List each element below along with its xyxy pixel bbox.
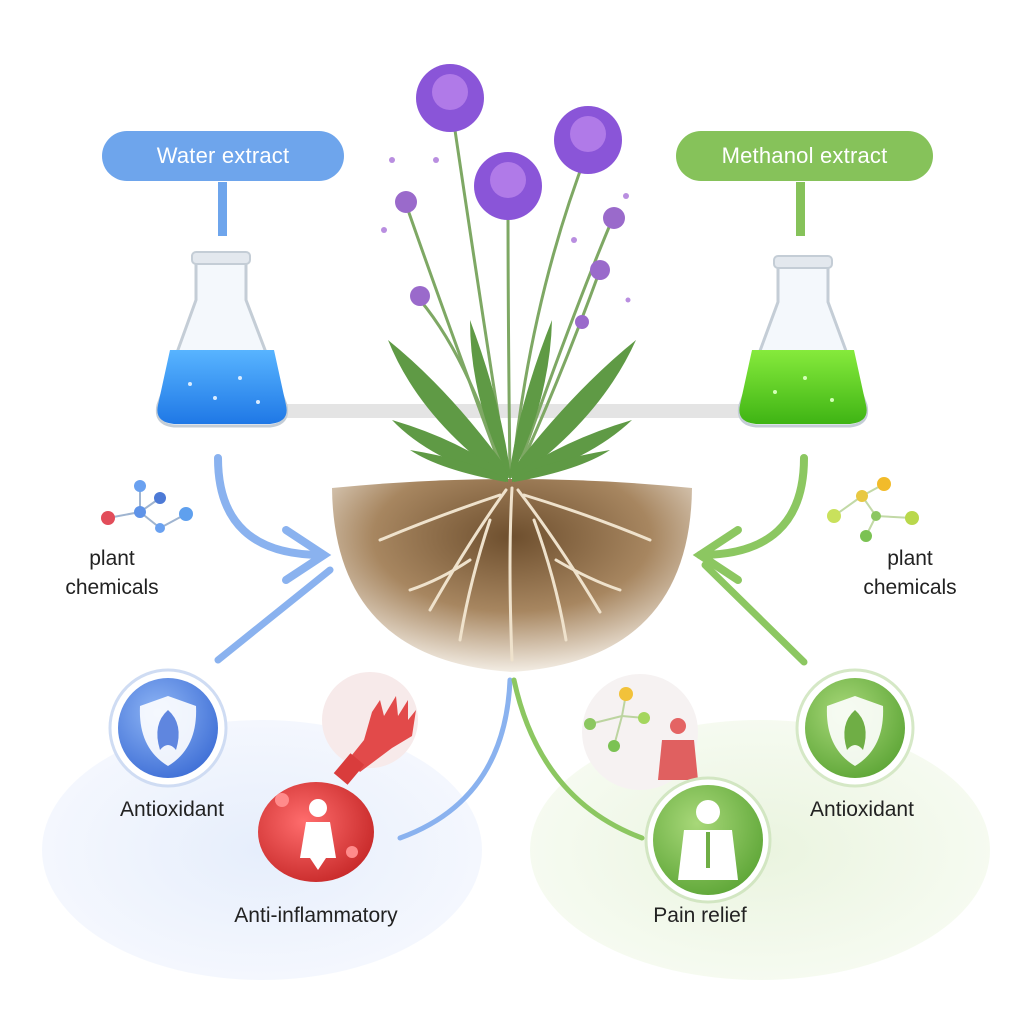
water-flask-icon (155, 251, 289, 428)
water-extract-label: Water extract (102, 131, 344, 181)
right-shield-leaf-icon (795, 668, 915, 788)
root-to-right-connector (511, 677, 645, 841)
plant-icon (381, 64, 636, 482)
methanol-flask-icon (737, 255, 869, 428)
water-connector (218, 182, 227, 236)
pain-molecule-person-icon (582, 674, 698, 790)
right-molecule-icon (827, 477, 919, 542)
methanol-flow-arrow (692, 454, 808, 584)
right-plant-chemicals-label: plant chemicals (863, 547, 957, 599)
methanol-extract-label: Methanol extract (676, 131, 933, 181)
water-return-arrow (214, 566, 334, 664)
pain-relief-label: Pain relief (653, 904, 747, 927)
anti-inflammatory-label: Anti-inflammatory (234, 904, 398, 927)
left-shield-leaf-icon (108, 668, 228, 788)
water-flow-arrow (214, 454, 332, 584)
left-molecule-icon (101, 480, 193, 533)
root-soil-icon (332, 479, 692, 672)
left-plant-chemicals-label: plant chemicals (65, 547, 159, 599)
root-to-left-connector (397, 677, 513, 841)
left-antioxidant-label: Antioxidant (120, 798, 224, 821)
right-antioxidant-label: Antioxidant (810, 798, 914, 821)
hand-icon (322, 672, 418, 785)
body-inflammation-icon (258, 782, 374, 882)
methanol-return-arrow (701, 561, 808, 666)
person-icon (644, 776, 772, 904)
methanol-connector (796, 182, 805, 236)
